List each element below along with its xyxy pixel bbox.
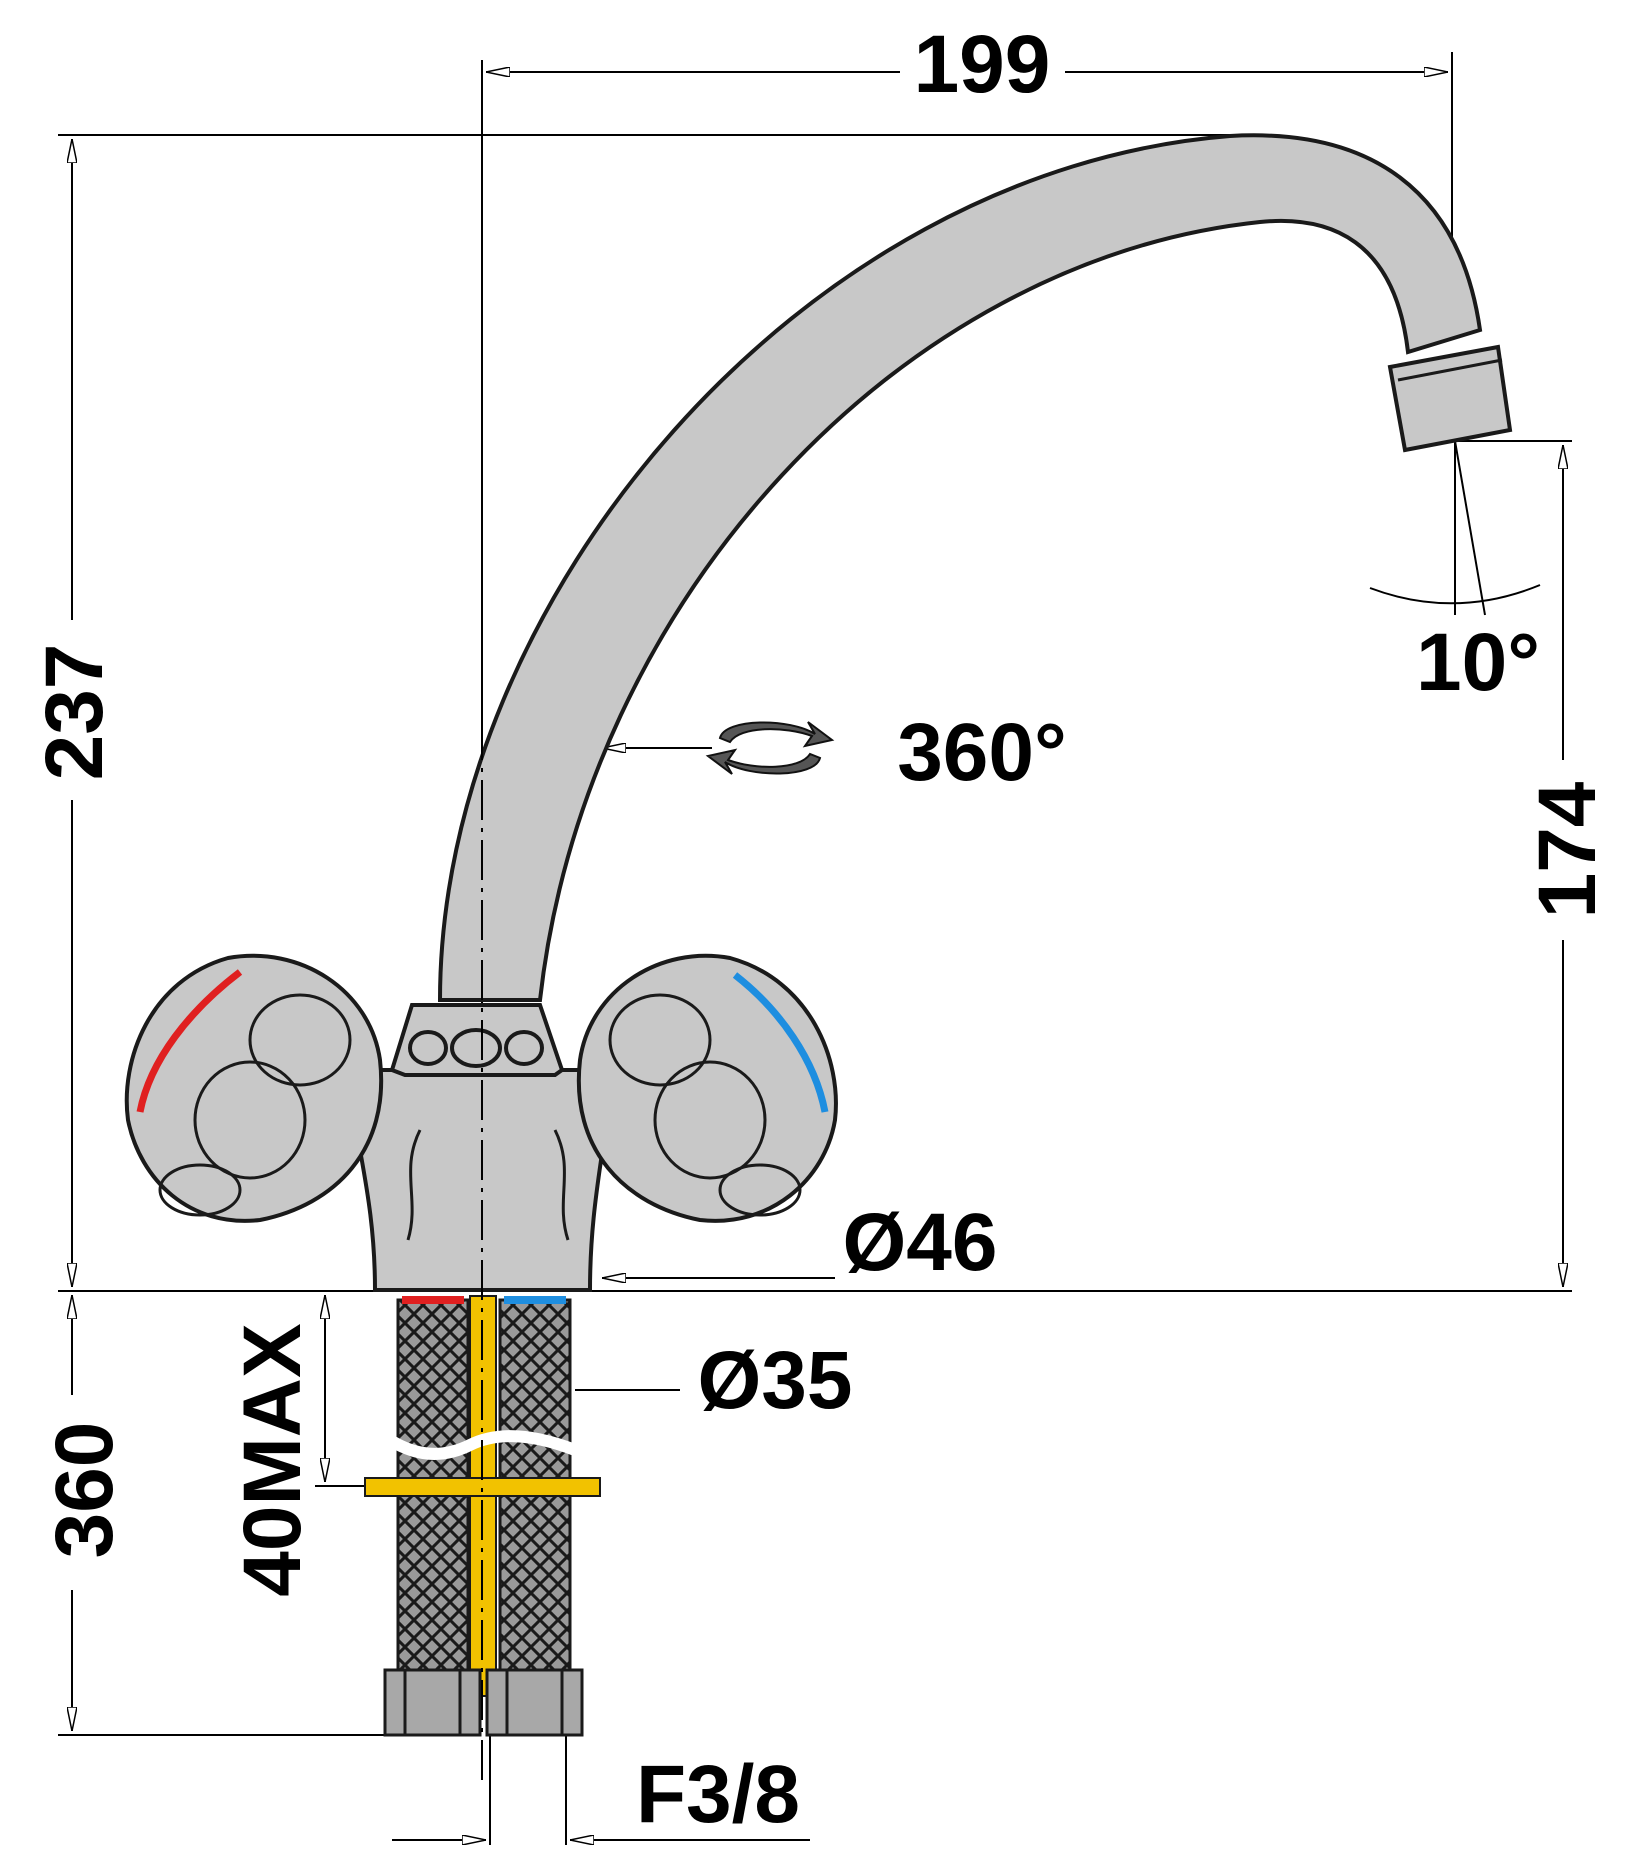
supply-hoses <box>364 1295 601 1737</box>
dim-hose-length: 360 <box>39 1422 130 1559</box>
dimension-lines <box>58 52 1572 1845</box>
faucet-body <box>351 1003 609 1292</box>
dim-spout-tilt: 10° <box>1416 617 1540 708</box>
dim-spout-height: 174 <box>1522 781 1613 918</box>
hot-hose-marker <box>402 1296 464 1304</box>
hot-handle <box>124 953 384 1223</box>
dim-max-thickness: 40MAX <box>227 1323 318 1596</box>
cold-hose-marker <box>504 1296 566 1304</box>
mounting-washer <box>364 1477 601 1497</box>
aerator <box>1387 344 1513 453</box>
cold-hose-fitting <box>485 1668 584 1737</box>
rotation-arrows-icon <box>705 721 835 775</box>
dim-total-height: 237 <box>29 644 120 781</box>
dim-spout-reach: 199 <box>914 19 1051 110</box>
cold-indicator <box>732 972 829 1113</box>
dim-hole-diameter: Ø35 <box>698 1335 853 1426</box>
cold-handle <box>576 953 838 1223</box>
hot-indicator <box>136 969 243 1113</box>
dim-rotation: 360° <box>897 707 1067 798</box>
spout <box>437 133 1513 1002</box>
hot-hose-fitting <box>383 1668 482 1737</box>
dim-base-diameter: Ø46 <box>843 1197 998 1288</box>
dim-connection: F3/8 <box>636 1749 800 1840</box>
